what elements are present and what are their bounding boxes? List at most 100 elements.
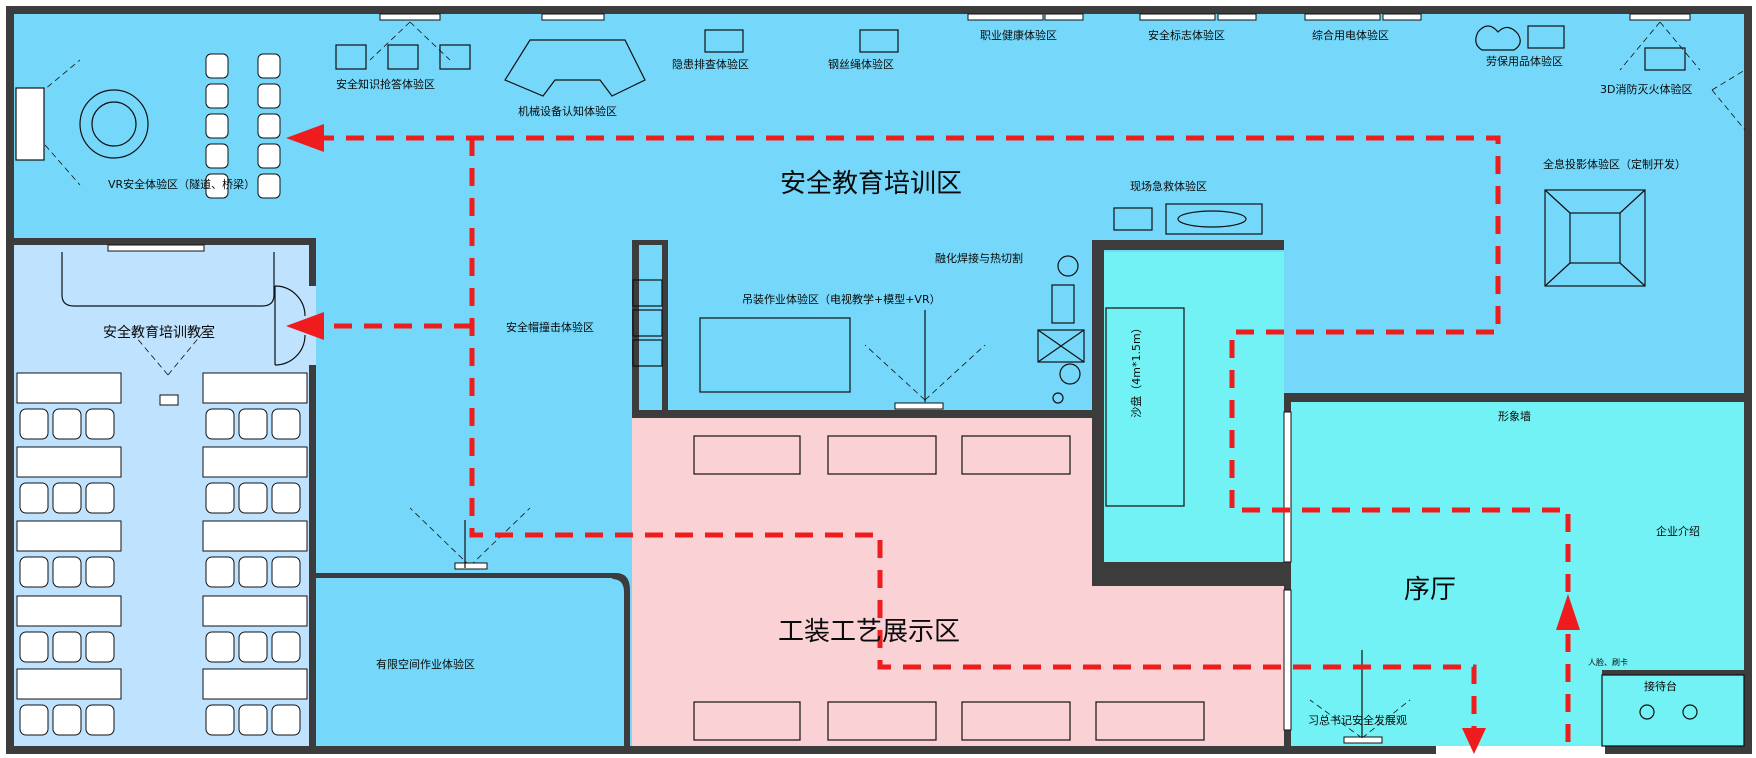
desk	[202, 668, 308, 700]
quiz-station-icon	[335, 44, 367, 70]
welding-equipment	[1037, 329, 1085, 363]
machine-console	[504, 39, 646, 97]
lobby-wall-top	[1284, 393, 1744, 402]
projector-icon	[1619, 21, 1701, 71]
chair-icon	[52, 704, 82, 736]
helmet-station	[632, 339, 663, 367]
chair-icon	[257, 113, 281, 139]
outer-wall-bottom-right	[1605, 746, 1752, 754]
classroom-wall-top	[14, 238, 316, 245]
welding-equipment	[1052, 392, 1064, 404]
tv-icon	[1527, 25, 1565, 49]
screen-icon	[541, 13, 605, 21]
sand-room-wall-bottom	[1092, 562, 1284, 586]
label-sand-table: 沙盘（4m*1.5m）	[1129, 322, 1143, 417]
stretcher-icon	[1165, 203, 1263, 235]
desk	[202, 446, 308, 478]
desk	[16, 372, 122, 404]
confined-wall-curve	[612, 573, 630, 746]
chair-icon	[205, 408, 235, 440]
chair-icon	[85, 631, 115, 663]
chair-icon	[85, 556, 115, 588]
label-safety-knowledge: 安全知识抢答体验区	[336, 77, 435, 91]
display-case	[693, 435, 801, 475]
label-vr-safety: VR安全体验区（隧道、桥梁）	[108, 177, 255, 191]
chair-icon	[205, 173, 229, 199]
quiz-station-icon	[387, 44, 419, 70]
lifting-model	[699, 317, 851, 393]
classroom-stage	[61, 252, 275, 307]
projector-icon	[369, 21, 451, 61]
first-aid-dummy	[1177, 210, 1247, 228]
chair-icon	[85, 408, 115, 440]
screen-icon	[1382, 13, 1422, 21]
label-holo: 全息投影体验区（定制开发）	[1543, 157, 1686, 171]
zone-label-confined-space: 有限空间作业体验区	[376, 657, 475, 671]
classroom-wall-right-upper	[309, 238, 316, 286]
display-case	[1095, 701, 1205, 741]
classroom-wall-right-lower	[309, 365, 316, 746]
zone-label-classroom: 安全教育培训教室	[103, 324, 215, 341]
outer-wall-top	[6, 6, 1750, 14]
welding-equipment	[1057, 255, 1079, 277]
display-case	[827, 701, 937, 741]
desk	[16, 520, 122, 552]
hologram-edges	[1544, 189, 1646, 287]
projector-icon	[159, 394, 179, 406]
chair-icon	[19, 408, 49, 440]
label-helmet: 安全帽撞击体验区	[506, 320, 594, 334]
desk	[202, 520, 308, 552]
helmet-station	[632, 279, 663, 307]
chair-icon	[52, 631, 82, 663]
chair-icon	[19, 482, 49, 514]
reception-desk	[1601, 674, 1745, 747]
zone-label-safety-training: 安全教育培训区	[780, 169, 962, 199]
display-case	[693, 701, 801, 741]
chair-icon	[257, 173, 281, 199]
route-segment	[469, 138, 1477, 730]
label-fire-3d: 3D消防灭火体验区	[1600, 82, 1692, 96]
hologram-top	[1569, 212, 1621, 264]
fire-screen-icon	[1644, 47, 1686, 71]
label-hazard-check: 隐患排查体验区	[672, 57, 749, 71]
desk	[16, 595, 122, 627]
chair-icon	[271, 631, 301, 663]
reception-chair	[1639, 704, 1655, 720]
label-lifting: 吊装作业体验区（电视教学+模型+VR）	[742, 292, 941, 306]
exhibit-wall-top	[632, 410, 1092, 418]
chair-icon	[205, 53, 229, 79]
lobby-wall-left	[1284, 393, 1291, 746]
chair-icon	[257, 83, 281, 109]
arrow-icon	[286, 312, 324, 340]
screen-icon	[1629, 13, 1691, 21]
projector-icon	[1711, 69, 1746, 131]
chair-icon	[238, 704, 268, 736]
desk	[202, 595, 308, 627]
label-company-intro: 企业介绍	[1656, 524, 1700, 538]
projector-icon	[894, 402, 944, 410]
chair-icon	[205, 631, 235, 663]
vr-device	[15, 87, 45, 161]
label-electricity: 综合用电体验区	[1312, 28, 1389, 42]
display-case	[827, 435, 937, 475]
lifting-wall-left	[632, 240, 639, 418]
confined-wall-top	[316, 573, 616, 578]
zone-label-lobby: 序厅	[1404, 575, 1456, 605]
chair-icon	[85, 482, 115, 514]
outer-wall-bottom-left	[6, 746, 1436, 754]
lobby-window	[1283, 411, 1292, 563]
projector-icon	[454, 562, 488, 570]
welding-equipment	[1051, 284, 1075, 324]
chair-icon	[257, 53, 281, 79]
chair-icon	[205, 482, 235, 514]
arrow-icon	[286, 124, 324, 152]
label-wire-rope: 钢丝绳体验区	[828, 57, 894, 71]
screen-icon	[379, 13, 441, 21]
sand-room-wall-top	[1092, 240, 1284, 250]
lobby-floor	[1291, 402, 1744, 746]
reception-wall-top	[1602, 670, 1744, 675]
label-party-secretary: 习总书记安全发展观	[1308, 713, 1407, 727]
desk	[16, 446, 122, 478]
chair-icon	[52, 556, 82, 588]
